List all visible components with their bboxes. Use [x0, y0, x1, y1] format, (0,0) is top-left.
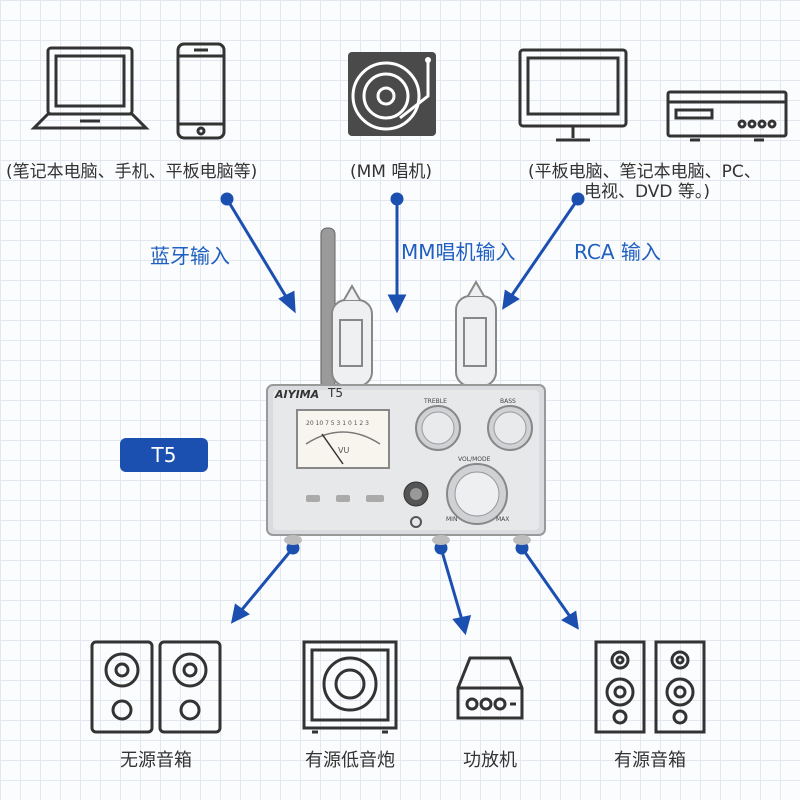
monitor-icon: [518, 48, 628, 142]
device-brand: AIYIMA: [275, 388, 320, 401]
source-turntable-label: (MM 唱机): [350, 162, 433, 182]
vacuum-tube-left: [331, 283, 373, 387]
input-selector-knob: [403, 481, 429, 507]
input-arrows: [220, 192, 585, 314]
mm-phono-input-label: MM唱机输入: [401, 240, 516, 264]
power-amplifier-label: 功放机: [463, 750, 517, 771]
device-model: T5: [328, 386, 343, 400]
dvd-player-icon: [666, 90, 788, 142]
vu-label: VU: [338, 446, 350, 455]
laptop-icon: [30, 46, 150, 130]
volume-knob: [446, 463, 508, 525]
bluetooth-input-label: 蓝牙输入: [150, 244, 230, 268]
button-1: [306, 495, 320, 502]
treble-knob: [415, 405, 461, 451]
active-subwoofer-label: 有源低音炮: [305, 750, 395, 771]
min-label: MIN: [446, 516, 458, 523]
passive-speakers-label: 无源音箱: [120, 750, 192, 771]
output-arrows: [230, 541, 579, 636]
passive-speakers-icon: [90, 640, 222, 734]
volume-label: VOL/MODE: [458, 456, 491, 463]
turntable-icon: [348, 52, 436, 136]
bass-label: BASS: [500, 398, 516, 405]
vu-meter: [296, 409, 390, 469]
vu-scale: 20 10 7 5 3 1 0 1 2 3: [306, 420, 369, 427]
active-speakers-icon: [594, 640, 706, 734]
amplifier-device: [266, 227, 546, 545]
rca-input-label: RCA 输入: [574, 240, 661, 264]
model-badge: T5: [120, 438, 208, 472]
max-label: MAX: [496, 516, 510, 523]
source-pc-dvd-label-2: 电视、DVD 等。): [584, 182, 711, 202]
power-amplifier-icon: [456, 656, 524, 720]
button-2: [336, 495, 350, 502]
headphone-jack: [410, 516, 422, 528]
active-speakers-label: 有源音箱: [614, 750, 686, 771]
phone-icon: [176, 42, 226, 140]
source-pc-dvd-label-1: (平板电脑、笔记本电脑、PC、: [528, 162, 761, 182]
button-3: [366, 495, 384, 502]
source-laptop-phone-label: (笔记本电脑、手机、平板电脑等): [6, 162, 258, 182]
subwoofer-icon: [302, 640, 398, 734]
vacuum-tube-right: [455, 279, 497, 387]
treble-label: TREBLE: [424, 398, 447, 405]
bass-knob: [487, 405, 533, 451]
